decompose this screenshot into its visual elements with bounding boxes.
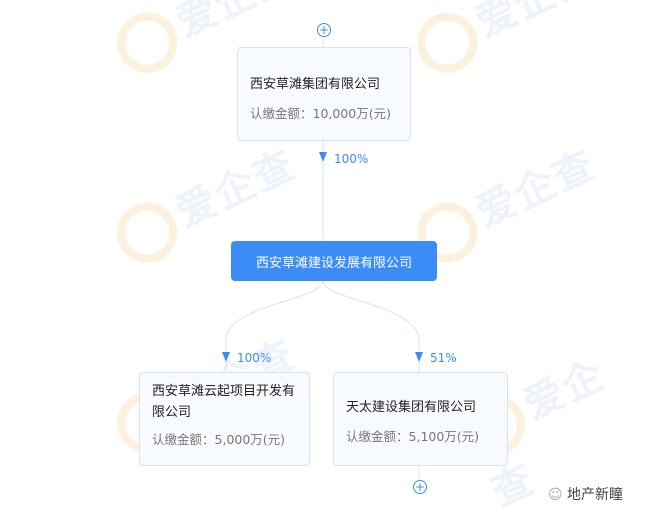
company-name: 西安草滩集团有限公司 [250,77,381,92]
share-percent: 100% [237,351,272,365]
share-percent: 51% [430,351,457,365]
wechat-icon: ☺ [548,487,568,503]
center-company[interactable]: 西安草滩建设发展有限公司 [231,241,437,281]
child-company-card[interactable]: 西安草滩云起项目开发有限公司 认缴金额：5,000万(元) [139,372,310,466]
child-company-card[interactable]: 天太建设集团有限公司 认缴金额：5,100万(元) [333,372,508,466]
share-percent: 100% [334,152,369,166]
company-name: 天太建设集团有限公司 [346,400,477,415]
expand-up-icon[interactable]: + [317,23,331,37]
amount: 认缴金额：5,000万(元) [152,432,286,447]
source-watermark: ☺ 地产新瞳 [548,487,624,503]
parent-company-card[interactable]: 西安草滩集团有限公司 认缴金额：10,000万(元) [237,47,411,141]
expand-down-icon[interactable]: + [413,480,427,494]
company-name: 西安草滩云起项目开发有限公司 [152,384,296,420]
amount: 认缴金额：10,000万(元) [250,106,392,121]
amount: 认缴金额：5,100万(元) [346,429,480,444]
